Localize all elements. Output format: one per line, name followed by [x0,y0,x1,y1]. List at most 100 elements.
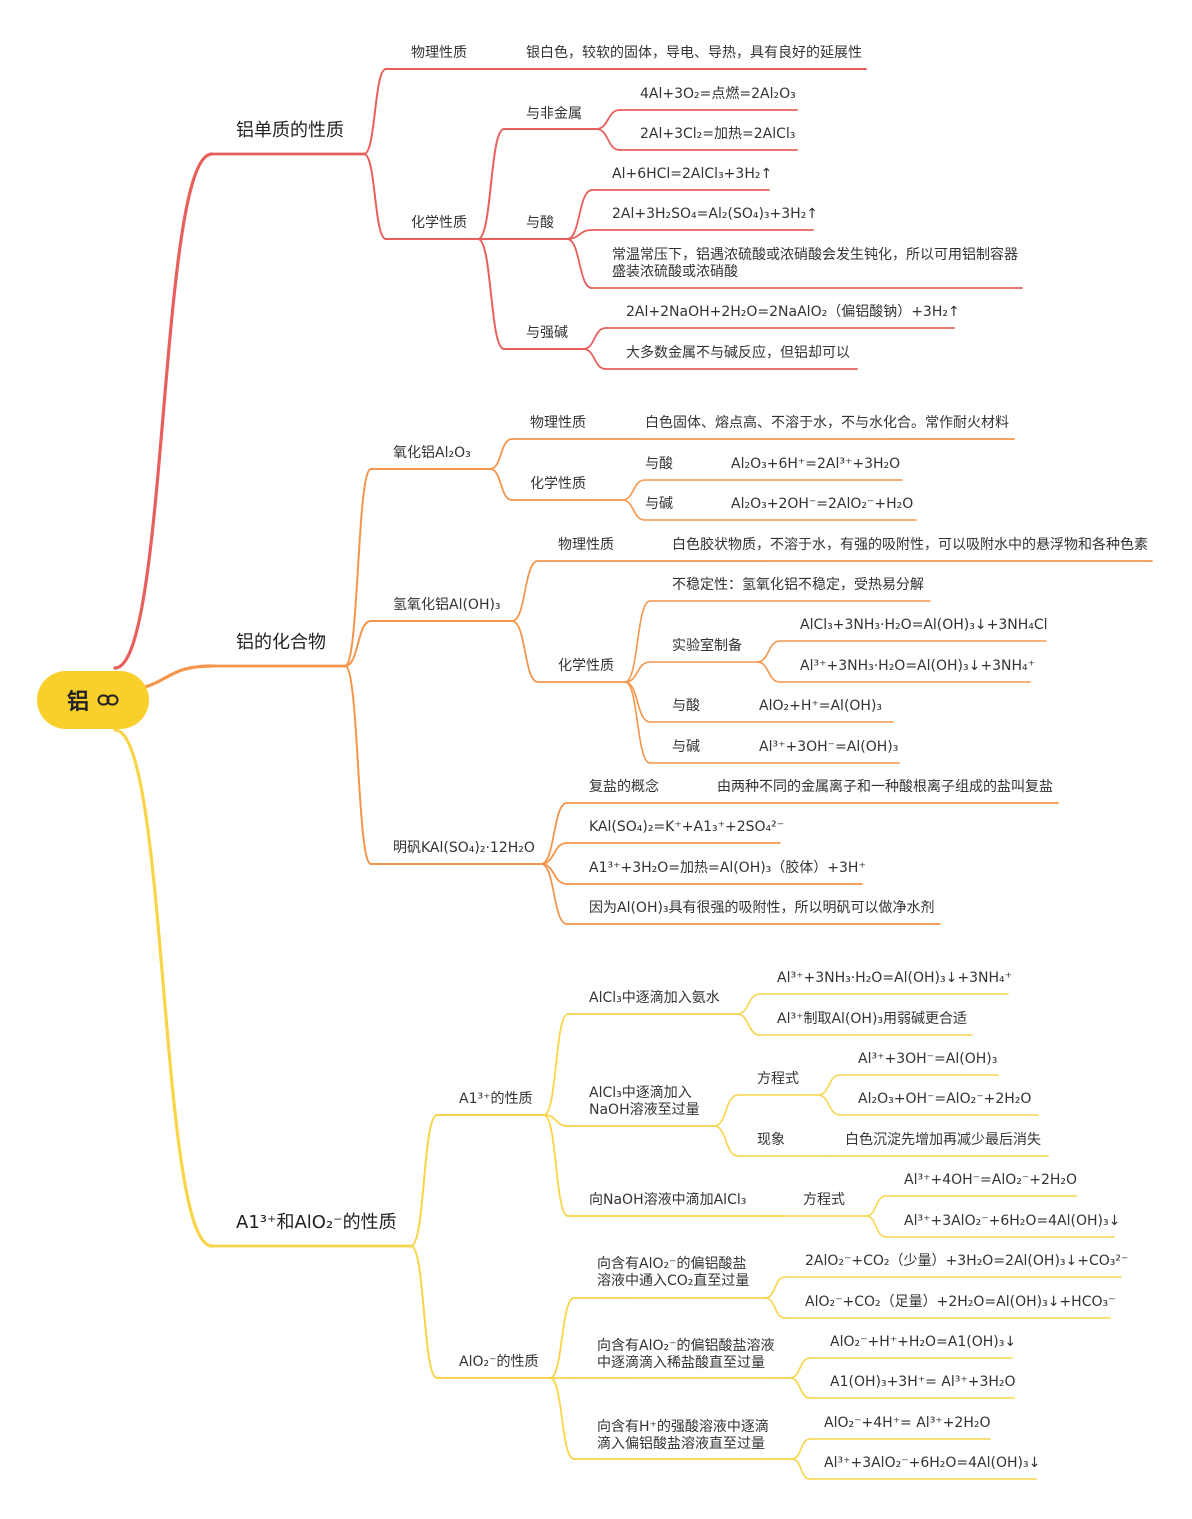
node-acid-add-alo2[interactable]: 向含有H⁺的强酸溶液中逐滴滴入偏铝酸盐溶液直至过量 [597,1419,769,1452]
node-phenomenon[interactable]: 现象 [757,1132,785,1148]
node-physical-props[interactable]: 物理性质 [411,45,467,61]
connector-curve [344,620,372,667]
connector-curve [511,560,539,622]
connector-curve [624,681,651,723]
node-with-strong-base[interactable]: 与强碱 [526,325,568,341]
node-naoh-add-alcl3[interactable]: 向NaOH溶液中滴加AlCl₃ [589,1192,747,1208]
node-with-base[interactable]: 与碱 [672,739,700,755]
connector-curve [621,499,646,521]
node-aluminum-hydroxide[interactable]: 氢氧化铝Al(OH)₃ [393,597,501,613]
branch-aluminum-compounds[interactable]: 铝的化合物 [236,632,326,653]
leaf-physical-desc: 白色固体、熔点高、不溶于水，不与水化合。常作耐火材料 [645,415,1009,431]
leaf-equation: AlO₂+H⁺=Al(OH)₃ [759,698,883,714]
node-alo2-hcl[interactable]: 向含有AlO₂⁻的偏铝酸盐溶液中逐滴滴入稀盐酸直至过量 [597,1338,775,1371]
connector-curve [713,1125,739,1157]
leaf-passivation-note: 常温常压下，铝遇浓硫酸或浓硝酸会发生钝化，所以可用铝制容器盛装浓硫酸或浓硝酸 [612,247,1018,280]
node-alo2-co2[interactable]: 向含有AlO₂⁻的偏铝酸盐溶液中通入CO₂直至过量 [597,1256,750,1289]
node-equations[interactable]: 方程式 [803,1192,845,1208]
leaf-equation: AlO₂⁻+CO₂（足量）+2H₂O=Al(OH)₃↓+HCO₃⁻ [805,1294,1116,1310]
leaf-equation: A1³⁺+3H₂O=加热=Al(OH)₃（胶体）+3H⁺ [589,860,866,876]
leaf-note: 大多数金属不与碱反应，但铝却可以 [626,345,850,361]
connector-curve [865,1215,887,1238]
leaf-equation: Al₂O₃+6H⁺=2Al³⁺+3H₂O [731,456,901,472]
connector-curve [477,238,505,350]
node-chemical-props[interactable]: 化学性质 [530,476,586,492]
leaf-equation: Al³⁺+3AlO₂⁻+6H₂O=4Al(OH)₃↓ [904,1213,1121,1229]
leaf-phenomenon-desc: 白色沉淀先增加再减少最后消失 [845,1132,1041,1148]
connector-curve [410,1114,438,1247]
node-with-acid[interactable]: 与酸 [526,215,554,231]
root-node[interactable]: 铝 [37,671,149,729]
connector-curve [549,1377,575,1460]
node-alo2-properties[interactable]: AlO₂⁻的性质 [459,1354,539,1370]
connector-curve [713,1094,739,1127]
leaf-equation: 2Al+3H₂SO₄=Al₂(SO₄)₃+3H₂↑ [612,206,819,222]
connector-curve [764,1276,786,1299]
branch-curve [113,152,214,670]
leaf-equation: AlO₂⁻+H⁺+H₂O=A1(OH)₃↓ [830,1334,1017,1350]
leaf-equation: 2Al+3Cl₂=加热=2AlCl₃ [640,126,796,142]
leaf-equation: Al³⁺+3NH₃·H₂O=Al(OH)₃↓+3NH₄⁺ [777,970,1012,986]
node-lab-preparation[interactable]: 实验室制备 [672,638,742,654]
leaf-equation: 4Al+3O₂=点燃=2Al₂O₃ [640,86,796,102]
connector-curve [543,1114,569,1127]
connector-curve [736,1013,761,1036]
leaf-equation: Al³⁺+3AlO₂⁻+6H₂O=4Al(OH)₃↓ [824,1455,1041,1471]
leaf-equation: A1(OH)₃+3H⁺= Al³⁺+3H₂O [830,1374,1016,1390]
connector-curve [736,993,761,1015]
leaf-equation: Al³⁺+3NH₃·H₂O=Al(OH)₃↓+3NH₄⁺ [800,658,1035,674]
connector-curve [540,863,568,925]
branch-curve [113,728,214,1248]
leaf-physical-desc: 银白色，较软的固体，导电、导热，具有良好的延展性 [526,45,862,61]
connector-curve [789,1377,811,1399]
node-al3-properties[interactable]: A1³⁺的性质 [459,1091,533,1107]
branch-ion-properties[interactable]: A1³⁺和AlO₂⁻的性质 [236,1212,397,1233]
connector-curve [791,1458,811,1480]
node-alcl3-naoh[interactable]: AlCl₃中逐滴加入NaOH溶液至过量 [589,1085,700,1118]
connector-curve [624,661,651,683]
connector-curve [410,1245,438,1379]
node-chemical-props[interactable]: 化学性质 [558,658,614,674]
connector-curve [489,438,513,470]
connector-curve [624,681,651,764]
connector-curve [540,802,568,865]
connector-curve [817,1074,841,1096]
connector-curve [764,1297,786,1319]
connector-curve [756,661,781,683]
node-with-acid[interactable]: 与酸 [672,698,700,714]
connector-curve [363,153,387,240]
connector-curve [477,128,505,240]
node-alum[interactable]: 明矾KAl(SO₄)₂·12H₂O [393,840,535,856]
connector-curve [621,479,646,501]
node-alcl3-ammonia[interactable]: AlCl₃中逐滴加入氨水 [589,990,720,1006]
connector-curve [540,842,568,865]
leaf-physical-desc: 白色胶状物质，不溶于水，有强的吸附性，可以吸附水中的悬浮物和各种色素 [672,537,1148,553]
leaf-note: 因为Al(OH)₃具有很强的吸附性，所以明矾可以做净水剂 [589,900,935,916]
leaf-equation: AlO₂⁻+4H⁺= Al³⁺+2H₂O [824,1415,991,1431]
leaf-note: Al³⁺制取Al(OH)₃用弱碱更合适 [777,1011,968,1027]
connector-curve [566,229,593,240]
connector-curve [865,1195,887,1217]
node-with-nonmetal[interactable]: 与非金属 [526,106,582,122]
link-icon[interactable] [97,693,119,707]
connector-curve [543,1013,569,1116]
leaf-equation: Al₂O₃+2OH⁻=2AlO₂⁻+H₂O [731,496,914,512]
connector-curve [756,640,781,663]
node-with-acid[interactable]: 与酸 [645,456,673,472]
node-double-salt-concept[interactable]: 复盐的概念 [589,779,659,795]
node-with-base[interactable]: 与碱 [645,496,673,512]
leaf-equation: Al³⁺+3OH⁻=Al(OH)₃ [858,1051,998,1067]
node-equations[interactable]: 方程式 [757,1071,799,1087]
branch-metal-properties[interactable]: 铝单质的性质 [236,120,344,141]
leaf-equation: AlCl₃+3NH₃·H₂O=Al(OH)₃↓+3NH₄Cl [800,617,1048,633]
node-physical-props[interactable]: 物理性质 [558,537,614,553]
node-aluminum-oxide[interactable]: 氧化铝Al₂O₃ [393,445,471,461]
leaf-equation: Al³⁺+3OH⁻=Al(OH)₃ [759,739,899,755]
connector-curve [817,1094,841,1116]
connector-curve [595,128,621,151]
connector-curve [489,468,513,501]
leaf-equation: Al+6HCl=2AlCl₃+3H₂↑ [612,166,773,182]
node-physical-props[interactable]: 物理性质 [530,415,586,431]
node-chemical-props[interactable]: 化学性质 [411,215,467,231]
